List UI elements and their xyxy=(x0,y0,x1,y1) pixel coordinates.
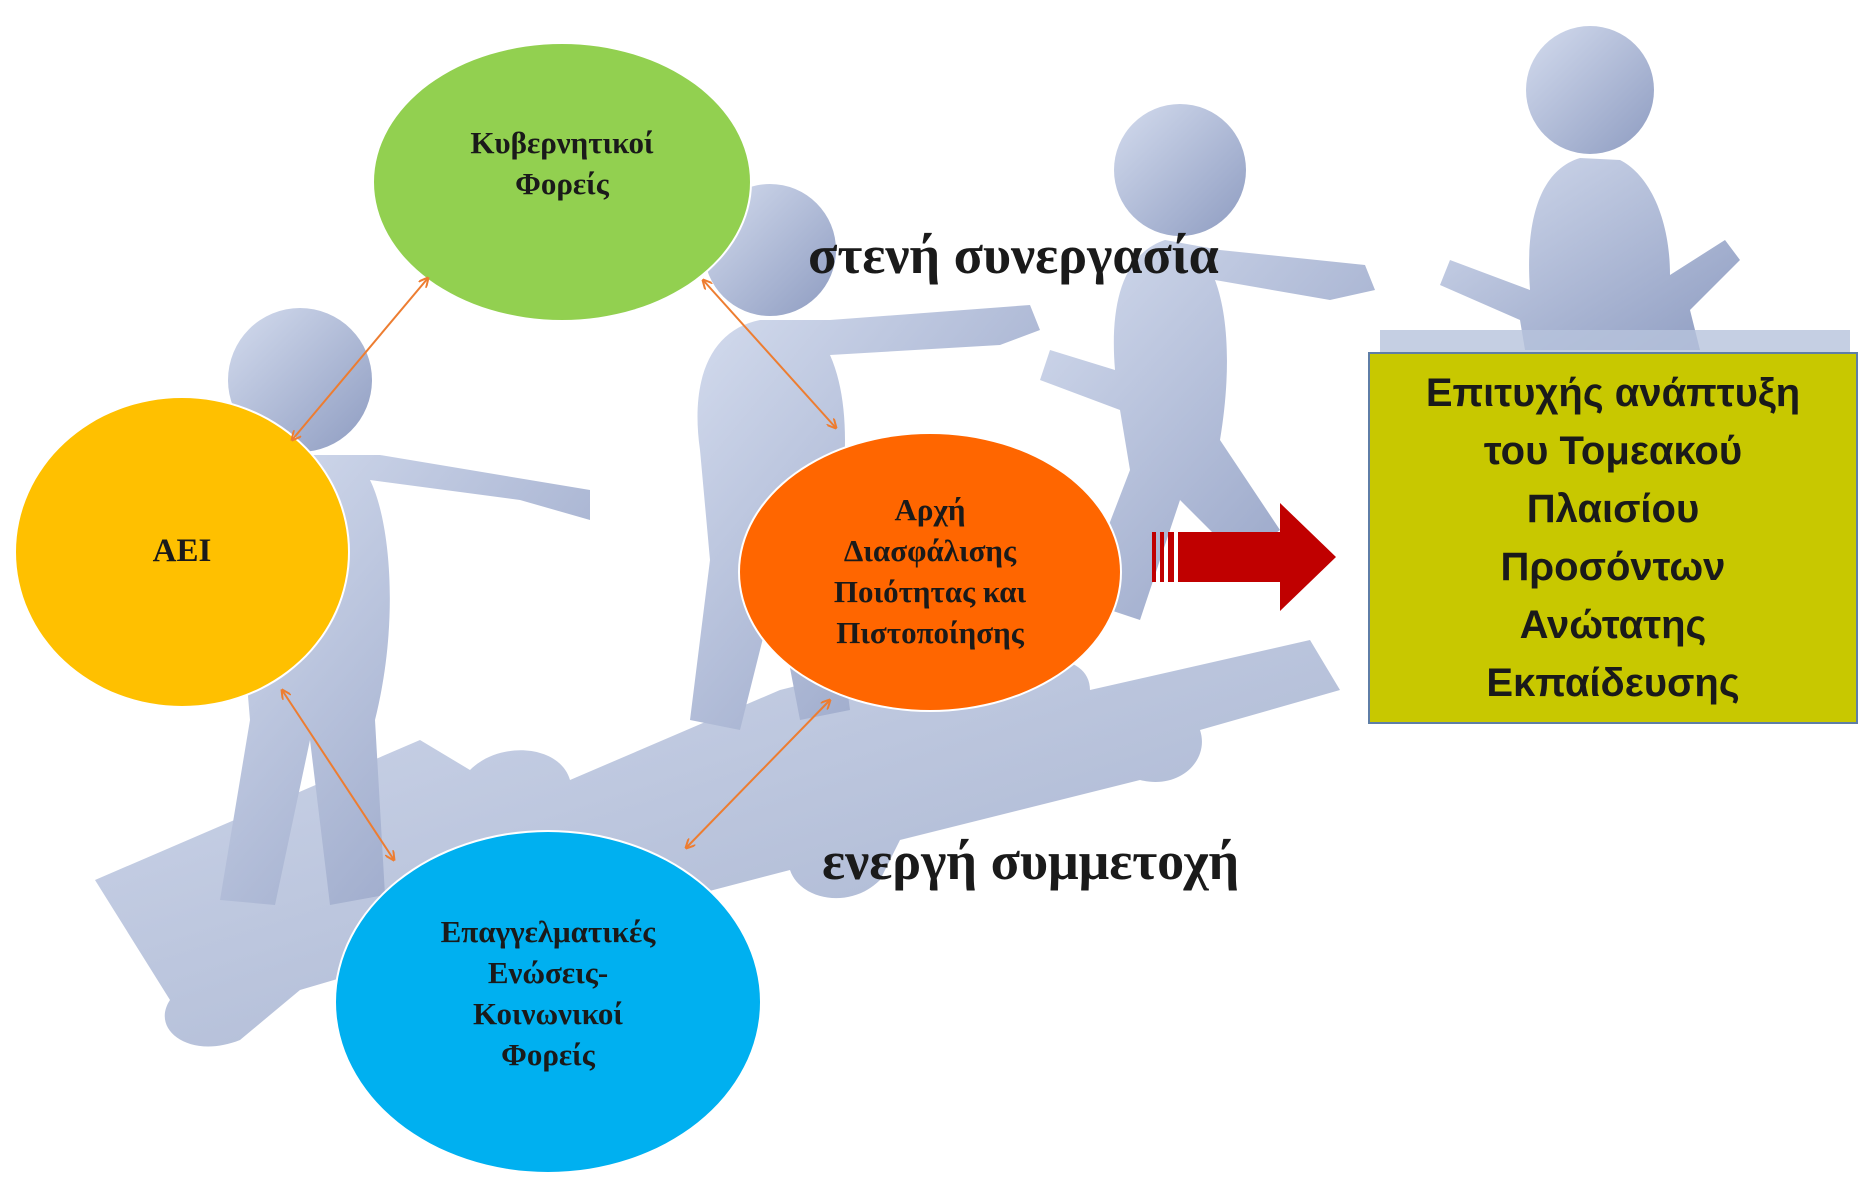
figure-far-right xyxy=(1440,26,1740,350)
universities-label: ΑΕΙ xyxy=(152,533,212,570)
universities-node: ΑΕΙ xyxy=(14,396,350,708)
collaboration-caption: στενή συνεργασία xyxy=(808,225,1219,285)
participation-caption: ενεργή συμμετοχή xyxy=(822,831,1240,891)
quality-agency-node: Αρχή Διασφάλισης Ποιότητας και Πιστοποίη… xyxy=(738,432,1122,712)
professional-bodies-label: Επαγγελματικές Ενώσεις- Κοινωνικοί Φορεί… xyxy=(440,914,656,1072)
outcome-box: Επιτυχής ανάπτυξη του Τομεακού Πλαισίου … xyxy=(1368,352,1858,724)
government-bodies-label: Κυβερνητικοί Φορείς xyxy=(470,125,654,201)
outcome-label: Επιτυχής ανάπτυξη του Τομεακού Πλαισίου … xyxy=(1425,371,1801,705)
government-bodies-node: Κυβερνητικοί Φορείς xyxy=(372,42,752,322)
professional-bodies-node: Επαγγελματικές Ενώσεις- Κοινωνικοί Φορεί… xyxy=(334,830,762,1174)
quality-agency-label: Αρχή Διασφάλισης Ποιότητας και Πιστοποίη… xyxy=(833,492,1027,650)
figure-right xyxy=(1040,104,1375,620)
